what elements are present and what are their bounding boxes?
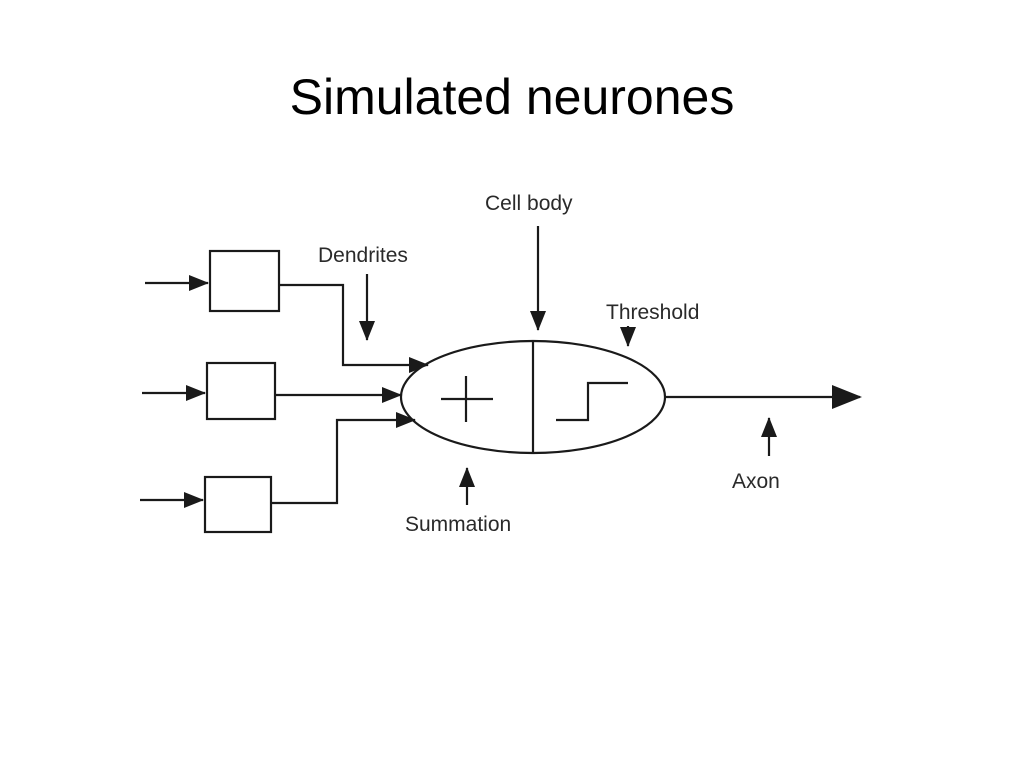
summation-plus-icon bbox=[441, 376, 493, 422]
input-box-2 bbox=[205, 361, 277, 421]
input-1 bbox=[145, 249, 429, 373]
input-box-3 bbox=[203, 475, 273, 534]
slide-title: Simulated neurones bbox=[289, 69, 735, 125]
step-function-icon bbox=[556, 381, 628, 422]
dendrite-line-1 bbox=[279, 283, 429, 373]
dendrites-label: Dendrites bbox=[318, 244, 408, 267]
dendrite-line-3 bbox=[271, 412, 416, 505]
cell-body-label: Cell body bbox=[485, 192, 573, 215]
threshold-label: Threshold bbox=[606, 301, 699, 324]
input-3 bbox=[140, 412, 416, 534]
input-box-1 bbox=[208, 249, 281, 313]
summation-label: Summation bbox=[405, 513, 511, 536]
input-2 bbox=[142, 361, 402, 421]
axon-label: Axon bbox=[732, 470, 780, 493]
